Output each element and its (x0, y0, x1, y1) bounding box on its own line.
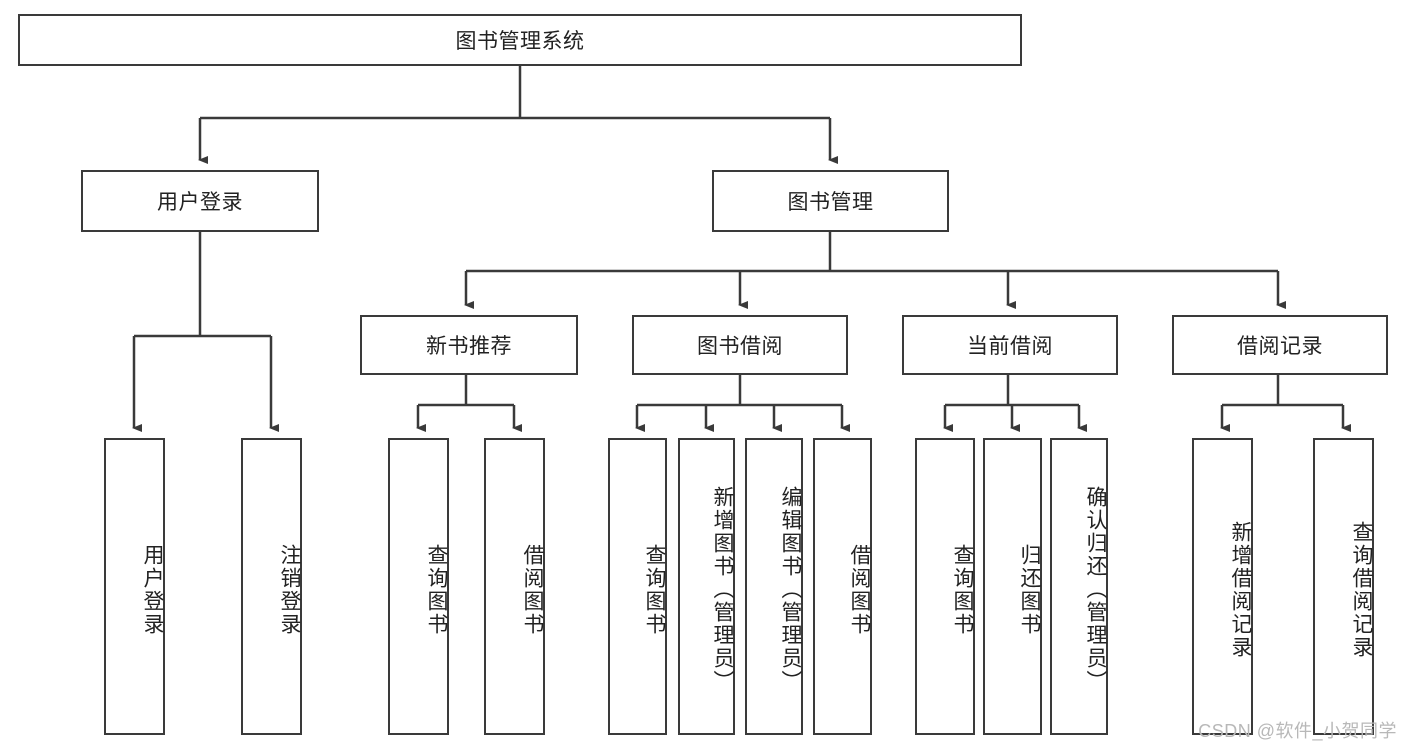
leaf-return-book-label: 归还图书 (1018, 543, 1041, 636)
node-current-borrowing-label: 当前借阅 (967, 335, 1053, 358)
leaf-query-borrowing-record-label: 查询借阅记录 (1350, 520, 1373, 659)
node-book-borrowing-label: 图书借阅 (697, 335, 783, 358)
leaf-borrow-book-recommendation-label: 借阅图书 (521, 543, 544, 636)
leaf-return-book[interactable]: 归还图书 (983, 438, 1042, 735)
leaf-add-book-admin[interactable]: 新增图书（管理员） (678, 438, 735, 735)
leaf-confirm-return-admin[interactable]: 确认归还（管理员） (1050, 438, 1108, 735)
leaf-user-login-label: 用户登录 (141, 543, 164, 636)
leaf-borrow-book-recommendation[interactable]: 借阅图书 (484, 438, 545, 735)
leaf-user-login[interactable]: 用户登录 (104, 438, 165, 735)
node-book-management[interactable]: 图书管理 (712, 170, 949, 232)
node-borrowing-records[interactable]: 借阅记录 (1172, 315, 1388, 375)
leaf-logout[interactable]: 注销登录 (241, 438, 302, 735)
watermark: CSDN @软件_小贺同学 (1198, 721, 1397, 741)
leaf-borrow-book-label: 借阅图书 (848, 543, 871, 636)
leaf-add-book-admin-label: 新增图书（管理员） (711, 486, 734, 693)
leaf-confirm-return-admin-label: 确认归还（管理员） (1084, 486, 1107, 693)
node-current-borrowing[interactable]: 当前借阅 (902, 315, 1118, 375)
leaf-borrow-book[interactable]: 借阅图书 (813, 438, 872, 735)
leaf-query-book-current-label: 查询图书 (951, 543, 974, 636)
leaf-edit-book-admin-label: 编辑图书（管理员） (779, 486, 802, 693)
leaf-query-book-borrowing[interactable]: 查询图书 (608, 438, 667, 735)
node-borrowing-records-label: 借阅记录 (1237, 335, 1323, 358)
node-book-management-label: 图书管理 (787, 191, 874, 214)
node-user-login[interactable]: 用户登录 (81, 170, 319, 232)
node-user-login-label: 用户登录 (157, 191, 243, 214)
node-root[interactable]: 图书管理系统 (18, 14, 1022, 66)
leaf-query-borrowing-record[interactable]: 查询借阅记录 (1313, 438, 1374, 735)
leaf-query-book-borrowing-label: 查询图书 (643, 543, 666, 636)
leaf-query-book-recommendation-label: 查询图书 (425, 543, 448, 636)
node-new-book-recommendation[interactable]: 新书推荐 (360, 315, 578, 375)
node-new-book-recommendation-label: 新书推荐 (426, 335, 512, 358)
leaf-logout-label: 注销登录 (278, 543, 301, 636)
leaf-add-borrowing-record[interactable]: 新增借阅记录 (1192, 438, 1253, 735)
leaf-query-book-recommendation[interactable]: 查询图书 (388, 438, 449, 735)
leaf-query-book-current[interactable]: 查询图书 (915, 438, 975, 735)
node-book-borrowing[interactable]: 图书借阅 (632, 315, 848, 375)
leaf-edit-book-admin[interactable]: 编辑图书（管理员） (745, 438, 803, 735)
leaf-add-borrowing-record-label: 新增借阅记录 (1229, 520, 1252, 659)
node-root-label: 图书管理系统 (455, 30, 585, 53)
